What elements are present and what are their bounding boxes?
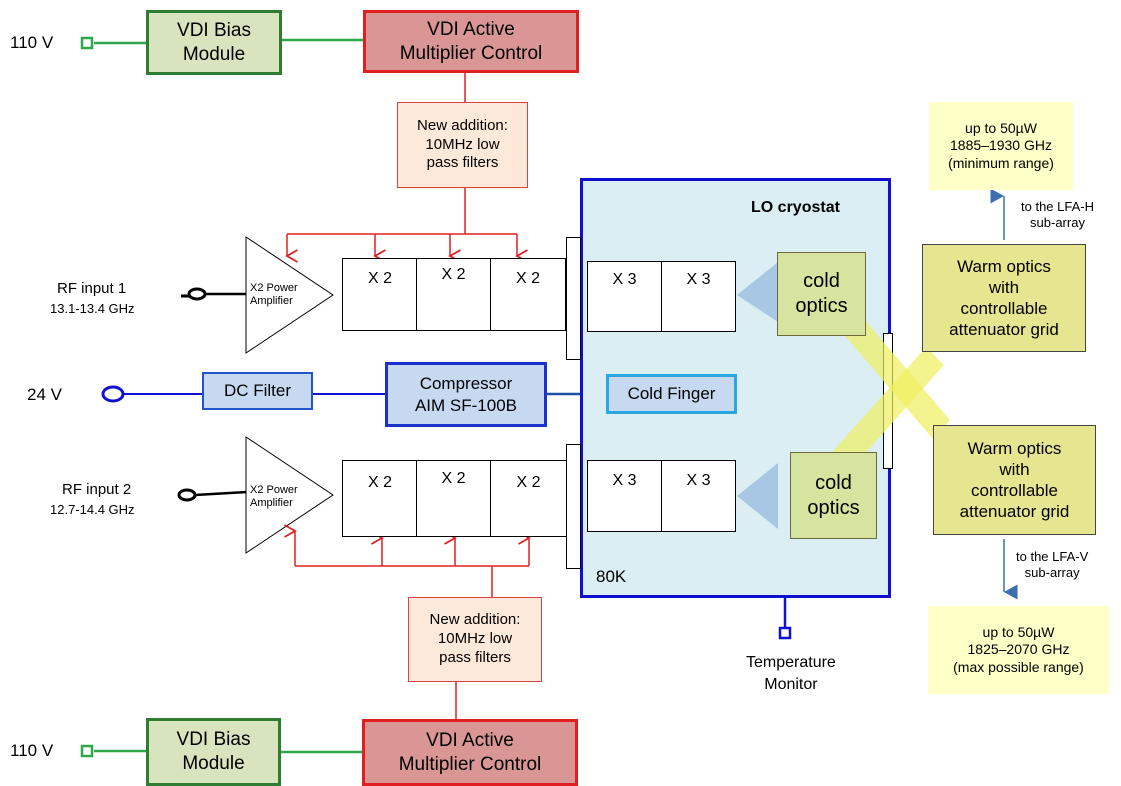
temperature-monitor-terminal xyxy=(778,626,792,640)
rf-input-2-wire xyxy=(194,490,248,497)
top-multiplier-control-box: VDI Active Multiplier Control xyxy=(363,10,579,73)
24v-terminal xyxy=(101,385,125,403)
rf-input-1-connector xyxy=(187,287,207,301)
rf1-doubler-2: X 2 xyxy=(416,258,491,331)
amplifier-2-label: X2 Power Amplifier xyxy=(250,484,298,509)
top-low-pass-filter-box: New addition: 10MHz low pass filters xyxy=(397,102,528,188)
lfa-v-label: to the LFA-V sub-array xyxy=(1016,549,1089,580)
top-110v-label: 110 V xyxy=(10,33,54,52)
rf1-window-flange xyxy=(566,237,581,360)
bottom-bias-module-box: VDI Bias Module xyxy=(146,718,281,786)
amplifier-1-label: X2 Power Amplifier xyxy=(250,282,298,307)
lfa-h-label: to the LFA-H sub-array xyxy=(1021,199,1094,230)
bottom-110v-label: 110 V xyxy=(10,741,54,760)
rf2-doubler-1: X 2 xyxy=(342,460,418,537)
rf1-doubler-1: X 2 xyxy=(342,258,418,331)
rf-input-2-range: 12.7-14.4 GHz xyxy=(50,502,135,517)
rf2-tripler-2: X 3 xyxy=(661,460,736,532)
lfa-h-note: up to 50µW 1885–1930 GHz (minimum range) xyxy=(929,102,1073,190)
bottom-low-pass-filter-box: New addition: 10MHz low pass filters xyxy=(408,597,542,682)
cryostat-title: LO cryostat xyxy=(751,199,840,216)
top-110v-terminal xyxy=(80,36,94,50)
amplifier-1-triangle xyxy=(245,236,334,354)
rf2-window-flange xyxy=(566,444,581,569)
cryostat-temperature-label: 80K xyxy=(596,567,627,586)
temperature-monitor-label: Temperature Monitor xyxy=(746,654,836,693)
bottom-110v-terminal xyxy=(80,744,94,758)
warm-optics-top: Warm optics with controllable attenuator… xyxy=(922,244,1086,352)
rf1-tripler-1: X 3 xyxy=(587,261,662,332)
warm-optics-bottom: Warm optics with controllable attenuator… xyxy=(933,425,1096,535)
24v-label: 24 V xyxy=(27,385,62,404)
rf1-doubler-3: X 2 xyxy=(490,258,566,331)
rf2-doubler-3: X 2 xyxy=(490,460,567,537)
rf-input-2-title: RF input 2 xyxy=(62,481,132,498)
rf-input-1-range: 13.1-13.4 GHz xyxy=(50,301,135,316)
lfa-v-note: up to 50µW 1825–2070 GHz (max possible r… xyxy=(928,606,1109,694)
bottom-multiplier-control-box: VDI Active Multiplier Control xyxy=(362,719,578,786)
top-bias-module-box: VDI Bias Module xyxy=(146,10,282,75)
cold-optics-top: cold optics xyxy=(777,252,866,336)
amplifier-2-triangle xyxy=(245,436,334,554)
cold-finger-box: Cold Finger xyxy=(606,374,737,414)
rf-input-1-title: RF input 1 xyxy=(57,280,127,297)
rf1-tripler-2: X 3 xyxy=(661,261,736,332)
cold-optics-bottom: cold optics xyxy=(790,452,877,539)
rf2-doubler-2: X 2 xyxy=(416,460,491,537)
rf-input-2-connector xyxy=(177,488,197,502)
compressor-box: Compressor AIM SF-100B xyxy=(385,362,547,427)
rf2-tripler-1: X 3 xyxy=(587,460,662,532)
dc-filter-box: DC Filter xyxy=(202,372,313,410)
output-window xyxy=(883,333,893,469)
